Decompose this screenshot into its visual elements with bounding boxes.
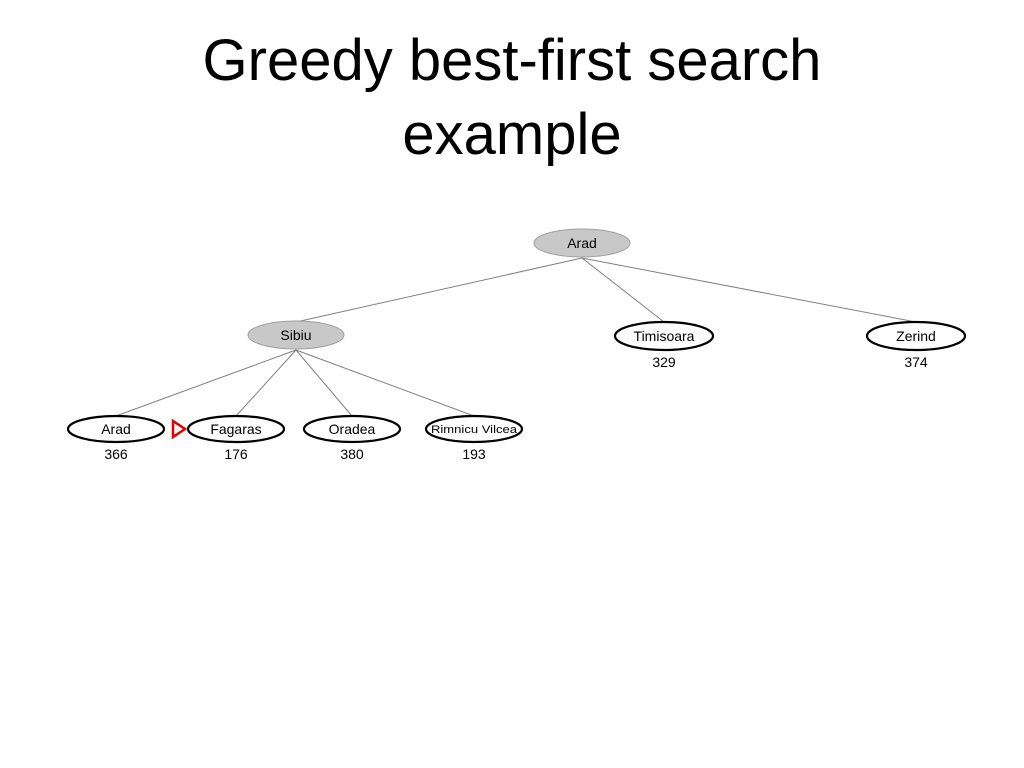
edge-sibiu-arad bbox=[115, 349, 297, 417]
node-sibiu: Sibiu bbox=[247, 320, 345, 350]
node-oradea: Oradea 380 bbox=[302, 414, 402, 462]
node-rimnicu-vilcea: Rimnicu Vilcea 193 bbox=[424, 414, 524, 462]
node-shape bbox=[186, 414, 286, 444]
node-label: Fagaras bbox=[210, 421, 261, 437]
node-shape bbox=[302, 414, 402, 444]
node-label: Arad bbox=[101, 421, 131, 437]
node-shape bbox=[533, 228, 631, 258]
node-shape bbox=[66, 414, 166, 444]
next-expansion-marker-icon bbox=[171, 418, 188, 440]
node-arad-leaf: Arad 366 bbox=[66, 414, 166, 462]
node-fagaras: Fagaras 176 bbox=[186, 414, 286, 462]
node-label: Arad bbox=[567, 235, 597, 251]
node-label: Timisoara bbox=[634, 328, 695, 344]
edge-arad-sibiu bbox=[295, 257, 583, 323]
node-timisoara: Timisoara 329 bbox=[613, 320, 715, 370]
node-heuristic-value: 380 bbox=[340, 446, 364, 462]
node-label: Oradea bbox=[329, 421, 376, 437]
node-label: Zerind bbox=[896, 328, 936, 344]
node-label: Sibiu bbox=[280, 327, 311, 343]
edge-sibiu-oradea bbox=[295, 349, 353, 417]
node-heuristic-value: 193 bbox=[462, 446, 486, 462]
edge-sibiu-rimnicu-vilcea bbox=[295, 349, 475, 417]
node-heuristic-value: 176 bbox=[224, 446, 248, 462]
tree-edges bbox=[115, 257, 917, 417]
node-heuristic-value: 329 bbox=[652, 354, 676, 370]
edge-sibiu-fagaras bbox=[235, 349, 297, 417]
node-heuristic-value: 374 bbox=[904, 354, 928, 370]
node-shape bbox=[865, 320, 967, 352]
node-label: Rimnicu Vilcea bbox=[431, 424, 518, 436]
node-shape bbox=[247, 320, 345, 350]
edge-arad-zerind bbox=[581, 257, 917, 323]
node-shape bbox=[613, 320, 715, 352]
slide-title-line-2: example bbox=[402, 102, 622, 167]
node-root-arad: Arad bbox=[533, 228, 631, 258]
edge-arad-timisoara bbox=[581, 257, 665, 323]
node-heuristic-value: 366 bbox=[104, 446, 128, 462]
slide-title: Greedy best-first search example bbox=[0, 24, 1024, 172]
node-zerind: Zerind 374 bbox=[865, 320, 967, 370]
node-shape bbox=[424, 414, 524, 444]
slide-title-line-1: Greedy best-first search bbox=[202, 28, 822, 93]
